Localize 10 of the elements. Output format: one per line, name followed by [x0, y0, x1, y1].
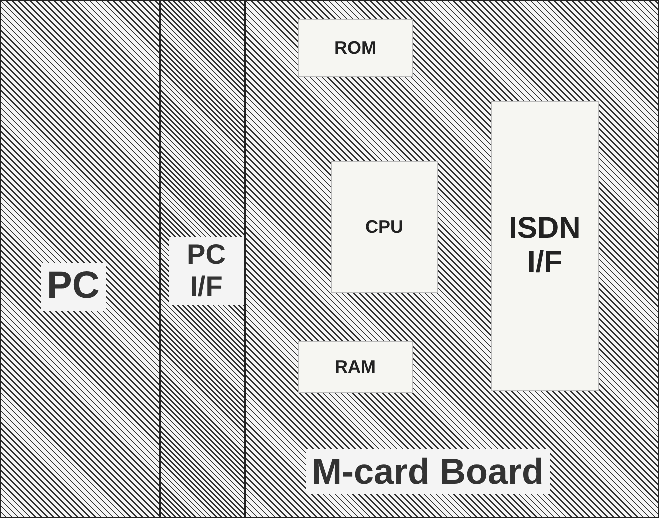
component-box: ISDN I/F — [491, 101, 599, 391]
panel-label: M-card Board — [306, 449, 550, 494]
component-box: RAM — [298, 341, 413, 393]
hatched-panel — [160, 0, 245, 518]
hatched-panel — [0, 0, 160, 518]
component-box: ROM — [298, 19, 413, 77]
component-box: CPU — [331, 161, 438, 293]
hatched-panel — [245, 0, 659, 518]
panel-label: PC I/F — [169, 237, 244, 306]
panel-label: PC — [41, 263, 106, 311]
